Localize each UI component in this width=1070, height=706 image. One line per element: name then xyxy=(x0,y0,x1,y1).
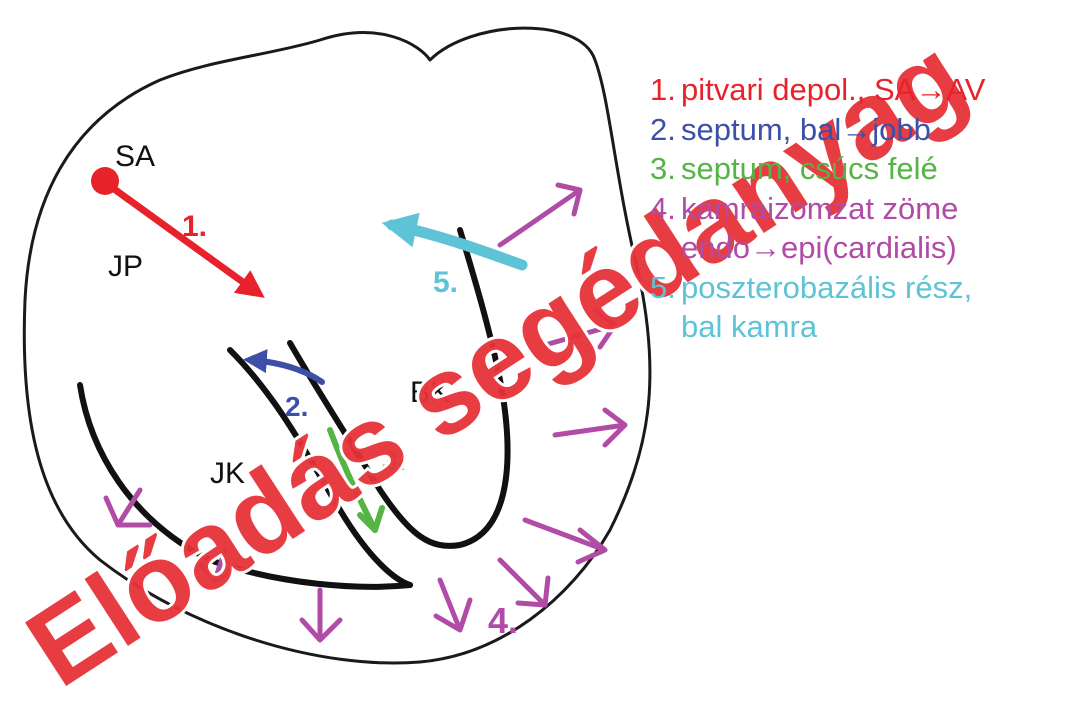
legend-num-5: 5. xyxy=(650,269,676,305)
legend-item-3: 3. septum, csúcs felé xyxy=(650,149,985,189)
marker-step2: 2. xyxy=(285,391,308,422)
legend: 1. pitvari depol., SA→AV 2. septum, bal→… xyxy=(650,70,985,347)
legend-num-1: 1. xyxy=(650,72,676,107)
legend-cont-5: bal kamra xyxy=(681,309,818,344)
step2-arrow xyxy=(242,349,325,385)
legend-item-5-cont: bal kamra xyxy=(650,307,985,347)
legend-cont-4: endo→epi(cardialis) xyxy=(681,230,957,265)
legend-item-4: 4. kamraizomzat zöme xyxy=(650,189,985,229)
legend-item-1: 1. pitvari depol., SA→AV xyxy=(650,70,985,110)
legend-text-3: septum, csúcs felé xyxy=(681,151,938,186)
marker-step4: 4. xyxy=(488,600,518,641)
legend-item-4-cont: endo→epi(cardialis) xyxy=(650,228,985,268)
marker-step5: 5. xyxy=(433,266,458,299)
step1-arrow xyxy=(91,167,265,298)
legend-num-4: 4. xyxy=(650,190,676,226)
label-jp: JP xyxy=(108,250,143,283)
legend-text-2: septum, bal→jobb xyxy=(681,111,931,147)
marker-step1: 1. xyxy=(182,210,207,243)
legend-item-5: 5. poszterobazális rész, xyxy=(650,268,985,308)
legend-text-4: kamraizomzat zöme xyxy=(681,190,959,226)
step4-arrows xyxy=(103,182,628,643)
step5-arrow xyxy=(381,212,528,271)
step3-arrow xyxy=(327,427,385,533)
label-sa: SA xyxy=(115,140,155,173)
legend-text-1: pitvari depol., SA→AV xyxy=(681,72,986,107)
marker-step3: 3. xyxy=(382,445,405,476)
legend-text-5: poszterobazális rész, xyxy=(681,269,973,305)
label-bk: BK xyxy=(410,376,450,409)
heart-inner-walls xyxy=(77,227,511,590)
heart-outline xyxy=(22,26,652,665)
legend-num-2: 2. xyxy=(650,111,676,147)
label-jk: JK xyxy=(210,457,245,490)
legend-item-2: 2. septum, bal→jobb xyxy=(650,110,985,150)
legend-num-3: 3. xyxy=(650,151,676,186)
